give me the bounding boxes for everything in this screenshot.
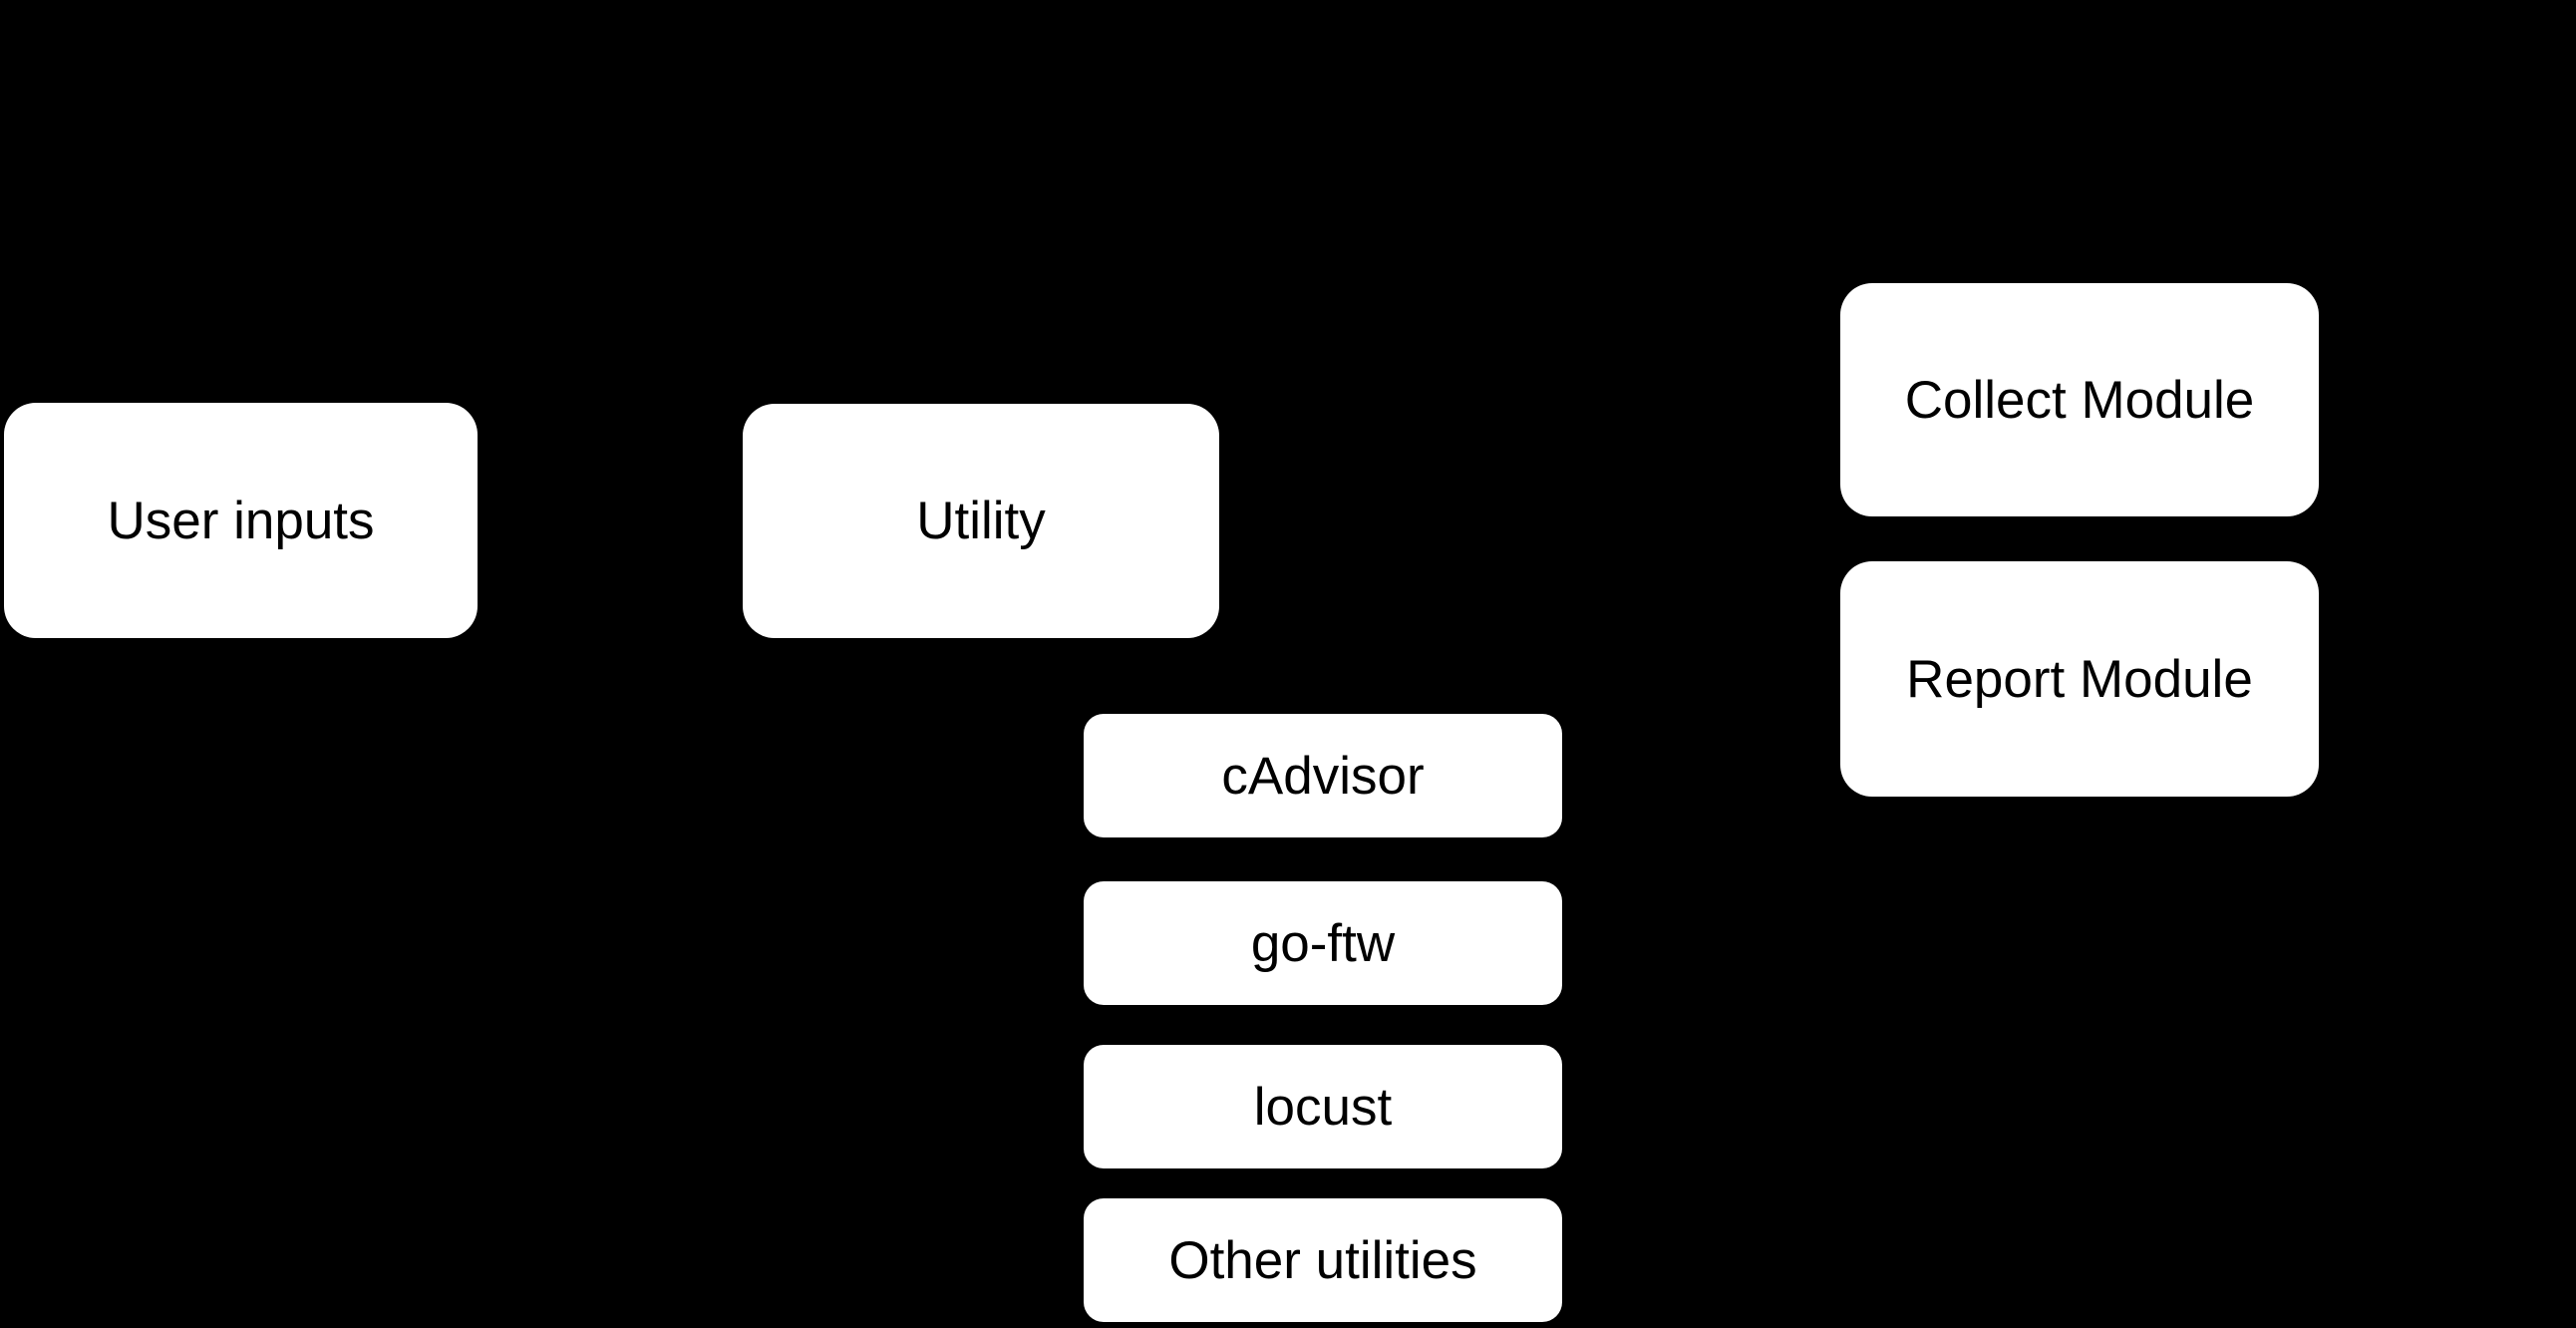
node-go-ftw: go-ftw — [1084, 881, 1562, 1005]
node-other-utilities: Other utilities — [1084, 1198, 1562, 1322]
node-locust: locust — [1084, 1045, 1562, 1168]
node-utility-label: Utility — [916, 492, 1046, 550]
node-collect-module-label: Collect Module — [1904, 370, 2255, 430]
node-report-module: Report Module — [1840, 561, 2319, 797]
node-cadvisor-label: cAdvisor — [1221, 746, 1425, 806]
node-collect-module: Collect Module — [1840, 283, 2319, 516]
node-locust-label: locust — [1253, 1077, 1393, 1137]
node-cadvisor: cAdvisor — [1084, 714, 1562, 837]
node-user-inputs-label: User inputs — [107, 491, 375, 550]
node-go-ftw-label: go-ftw — [1250, 913, 1396, 973]
node-report-module-label: Report Module — [1906, 649, 2253, 709]
node-other-utilities-label: Other utilities — [1168, 1230, 1477, 1290]
node-user-inputs: User inputs — [4, 403, 478, 638]
node-utility: Utility — [743, 404, 1219, 638]
